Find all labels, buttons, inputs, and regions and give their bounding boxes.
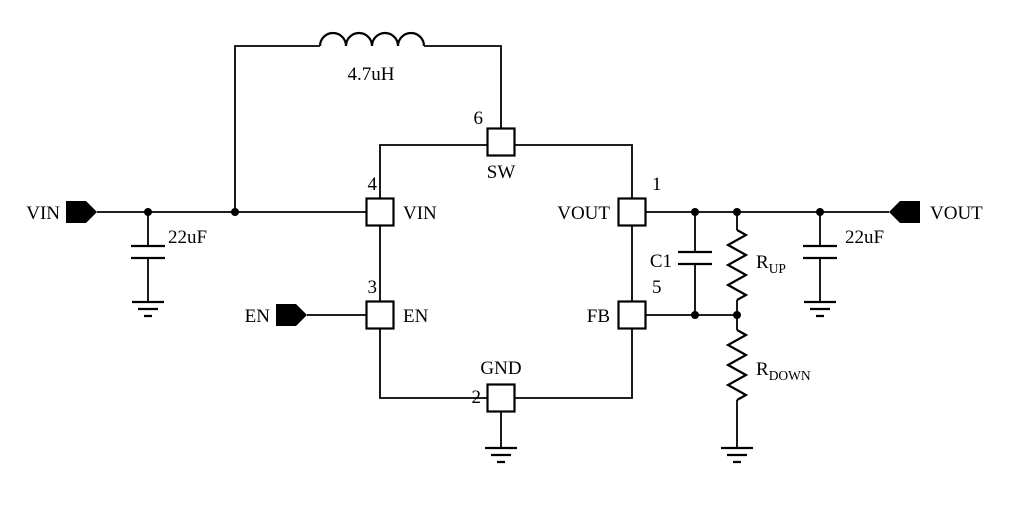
- ic-ground: [485, 446, 517, 464]
- junction-dot: [816, 208, 824, 216]
- capacitor-symbol: [803, 244, 837, 260]
- ic-pin-square-sw: [486, 127, 516, 157]
- vout-port-flag: [889, 201, 920, 223]
- pin-number-vout: 1: [652, 174, 662, 195]
- pin-name-vin: VIN: [403, 203, 437, 224]
- ic-body: 6 SW 4 VIN 3 EN 2 GND 1 VOUT 5 FB: [365, 108, 662, 413]
- r-down-resistor: RDOWN: [721, 315, 811, 464]
- input-capacitor-value: 22uF: [168, 227, 207, 248]
- pin-name-vout: VOUT: [557, 203, 610, 224]
- ground-symbol: [721, 446, 753, 464]
- vin-port-flag: [66, 201, 97, 223]
- output-capacitor-value: 22uF: [845, 227, 884, 248]
- junction-dot: [733, 311, 741, 319]
- wire-inductor-left: [234, 45, 320, 212]
- pin-number-vin: 4: [368, 174, 378, 195]
- pin-name-fb: FB: [587, 306, 610, 327]
- output-capacitor: 22uF: [803, 212, 884, 318]
- junction-dot: [691, 208, 699, 216]
- ic-pin-square-en: [365, 300, 395, 330]
- vin-port-label: VIN: [26, 203, 60, 224]
- inductor-symbol: [318, 31, 426, 47]
- vout-port-label: VOUT: [930, 203, 983, 224]
- en-port-label: EN: [245, 306, 271, 327]
- input-capacitor: 22uF: [131, 212, 207, 318]
- pin-number-en: 3: [368, 277, 378, 298]
- ground-symbol: [804, 300, 836, 318]
- ground-symbol: [485, 446, 517, 464]
- junction-dot: [144, 208, 152, 216]
- ground-symbol: [132, 300, 164, 318]
- junction-dots: [144, 208, 824, 319]
- ic-pin-square-vin: [365, 197, 395, 227]
- ic-pin-square-gnd: [486, 383, 516, 413]
- resistor-symbol: [725, 229, 749, 301]
- pin-name-gnd: GND: [480, 358, 521, 379]
- inductor: 4.7uH: [318, 31, 426, 85]
- pin-name-en: EN: [403, 306, 429, 327]
- junction-dot: [691, 311, 699, 319]
- pin-number-sw: 6: [474, 108, 484, 129]
- junction-dot: [231, 208, 239, 216]
- c1-capacitor: C1: [650, 212, 712, 315]
- r-down-label: RDOWN: [756, 359, 811, 383]
- capacitor-symbol: [131, 244, 165, 260]
- junction-dot: [733, 208, 741, 216]
- r-up-resistor: RUP: [725, 212, 786, 315]
- ic-pin-square-vout: [617, 197, 647, 227]
- pin-number-fb: 5: [652, 277, 662, 298]
- resistor-symbol: [725, 329, 749, 401]
- ic-pin-square-fb: [617, 300, 647, 330]
- ic-outline: [379, 144, 633, 399]
- inductor-value: 4.7uH: [348, 64, 395, 85]
- vout-terminal: VOUT: [889, 201, 983, 224]
- en-port-flag: [276, 304, 307, 326]
- vin-terminal: VIN: [26, 201, 97, 224]
- c1-label: C1: [650, 251, 672, 272]
- wire-inductor-right: [424, 45, 502, 129]
- pin-name-sw: SW: [487, 162, 516, 183]
- capacitor-symbol: [678, 250, 712, 266]
- en-terminal: EN: [245, 304, 307, 327]
- pin-number-gnd: 2: [472, 387, 482, 408]
- r-up-label: RUP: [756, 252, 786, 276]
